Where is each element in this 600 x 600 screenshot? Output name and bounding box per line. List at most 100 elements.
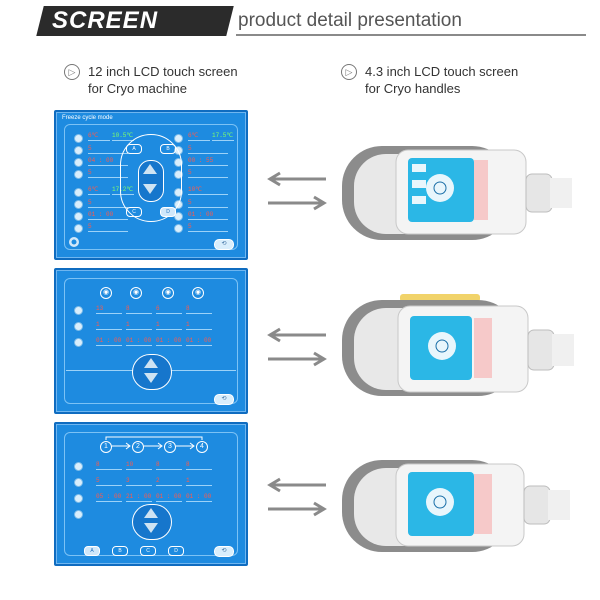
screen-freeze-cycle: Freeze cycle mode 6℃ 10.5℃ 5 04 : 00 5 6… (54, 110, 248, 260)
value-field: 13 (96, 304, 122, 314)
status-dot (74, 188, 83, 197)
arrow-down-icon[interactable] (144, 523, 158, 533)
arrow-up-icon[interactable] (143, 164, 157, 174)
status-dot (74, 510, 83, 519)
temp-field: 6℃ (88, 131, 110, 141)
value-field: 8 (126, 304, 152, 314)
value-field: 8 (156, 460, 182, 470)
sequence-arrows-icon (105, 436, 203, 450)
value-field: 1 (186, 320, 212, 330)
caption-left-line1: 12 inch LCD touch screen (88, 64, 238, 79)
time-field: 01 : 00 (156, 337, 182, 346)
channel-circle-3[interactable]: ◉ (162, 287, 174, 299)
temp-field: 6℃ (188, 131, 210, 141)
status-dot (74, 170, 83, 179)
brand-logo-icon (69, 237, 79, 247)
arrow-left-icon (267, 477, 326, 493)
tab-a[interactable]: A (84, 546, 100, 556)
step-circle-3[interactable]: 3 (164, 441, 176, 453)
screen-parameters: ◉ ◉ ◉ ◉ 13 8 6 8 1 1 1 1 01 : 00 01 : 00… (54, 268, 248, 414)
arrow-pad (138, 160, 164, 202)
temp-field: 6℃ (88, 185, 110, 195)
zone-pill-c[interactable]: C (126, 207, 142, 217)
control-dial (120, 134, 182, 222)
time-field: 01 : 00 (156, 493, 182, 502)
screen-inner-frame (64, 278, 238, 404)
tab-d[interactable]: D (168, 546, 184, 556)
status-dot (174, 224, 183, 233)
status-dot (74, 200, 83, 209)
screen-inner-frame (64, 124, 238, 250)
back-button[interactable]: ⟲ (214, 239, 234, 250)
value-field: 8 (96, 460, 122, 470)
value-field: 5 (88, 168, 128, 178)
value-field: 5 (188, 222, 228, 232)
status-dot (74, 494, 83, 503)
value-field: 8 (186, 304, 212, 314)
status-dot (74, 478, 83, 487)
status-dot (74, 158, 83, 167)
value-field: 5 (188, 198, 228, 208)
time-field: 01 : 00 (126, 337, 152, 346)
time-field: 01 : 00 (96, 337, 122, 346)
tab-c[interactable]: C (140, 546, 156, 556)
arrow-down-icon[interactable] (143, 184, 157, 194)
status-dot (174, 212, 183, 221)
value-field: 5 (88, 222, 128, 232)
mode-label: Freeze cycle mode (62, 115, 113, 121)
channel-circle-2[interactable]: ◉ (130, 287, 142, 299)
play-circle-icon: ▷ (64, 64, 80, 80)
arrow-up-icon[interactable] (144, 358, 158, 368)
tab-b[interactable]: B (112, 546, 128, 556)
value-field: 3 (126, 476, 152, 486)
page-subtitle: product detail presentation (238, 10, 462, 31)
back-button[interactable]: ⟲ (214, 394, 234, 405)
cryo-handle-2 (342, 294, 574, 396)
value-field: 8 (186, 460, 212, 470)
arrow-left-icon (267, 171, 326, 187)
step-circle-2[interactable]: 2 (132, 441, 144, 453)
temp-field: 17.5℃ (212, 132, 234, 141)
zone-pill-b[interactable]: B (160, 144, 176, 154)
back-button[interactable]: ⟲ (214, 546, 234, 557)
caption-right-line2: for Cryo handles (365, 81, 461, 96)
step-circle-4[interactable]: 4 (196, 441, 208, 453)
channel-circle-4[interactable]: ◉ (192, 287, 204, 299)
value-field: 10 (126, 460, 152, 470)
zone-pill-d[interactable]: D (160, 207, 176, 217)
time-field: 01 : 00 (188, 210, 228, 220)
caption-right-line1: 4.3 inch LCD touch screen (365, 64, 519, 79)
zone-pill-a[interactable]: A (126, 144, 142, 154)
header-divider (236, 34, 586, 36)
channel-circle-1[interactable]: ◉ (100, 287, 112, 299)
time-field: 01 : 00 (186, 493, 212, 502)
value-field: 1 (156, 320, 182, 330)
time-field: 00 : 55 (188, 156, 228, 166)
value-field: 5 (188, 168, 228, 178)
time-field: 01 : 00 (88, 210, 128, 220)
value-field: 1 (126, 320, 152, 330)
caption-left-line2: for Cryo machine (88, 81, 187, 96)
value-field: 5 (96, 476, 122, 486)
step-circle-1[interactable]: 1 (100, 441, 112, 453)
page-title: SCREEN (52, 7, 159, 34)
arrow-right-icon (268, 351, 327, 367)
status-dot (74, 338, 83, 347)
status-dot (174, 134, 183, 143)
time-field: 01 : 00 (186, 337, 212, 346)
caption-right: 4.3 inch LCD touch screen for Cryo handl… (365, 63, 518, 97)
cryo-handle-1 (342, 146, 572, 240)
play-circle-icon: ▷ (341, 64, 357, 80)
arrow-right-icon (268, 195, 327, 211)
arrow-up-icon[interactable] (144, 508, 158, 518)
value-field: 1 (96, 320, 122, 330)
time-field: 05 : 00 (96, 493, 122, 502)
value-field: 5 (88, 198, 128, 208)
value-field: 5 (88, 144, 128, 154)
arrow-left-icon (267, 327, 326, 343)
screen-cycle-sequence: 1 2 3 4 8 10 8 8 5 3 2 1 05 : 00 21 : 00… (54, 422, 248, 566)
arrow-right-icon (268, 501, 327, 517)
temp-field: 10℃ (188, 185, 228, 195)
arrow-down-icon[interactable] (144, 373, 158, 383)
temp-field: 10.5℃ (112, 132, 134, 141)
